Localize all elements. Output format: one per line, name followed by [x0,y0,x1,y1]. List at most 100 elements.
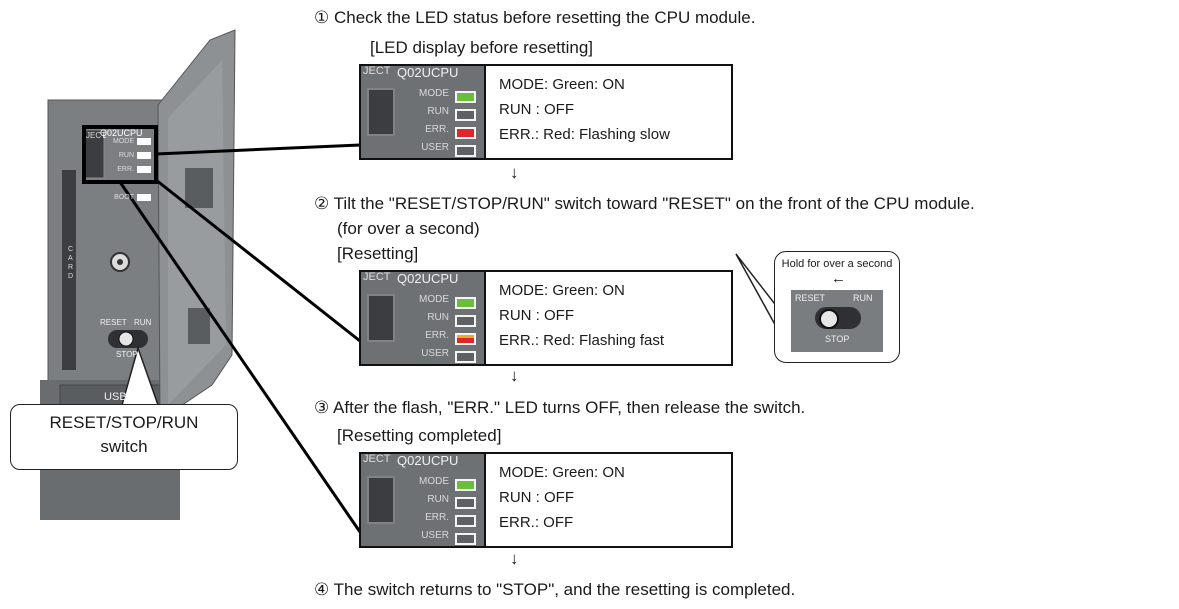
module-label-mode: MODE [113,138,134,145]
panel-1-mode-led [455,91,476,103]
panel-2-model-label: Q02UCPU [397,272,459,286]
panel-1-user-led [455,145,476,157]
module-label-run: RUN [118,152,134,159]
step-3-text: After the flash, "ERR." LED turns OFF, t… [333,398,806,417]
card-knob-center [117,259,123,265]
led-panel-2-image: JECT Q02UCPU MODE RUN ERR. USER [361,272,486,364]
leader-line-1 [155,143,361,156]
step-4: ④ The switch returns to "STOP", and the … [314,580,795,600]
panel-3-eject-block [367,476,395,524]
switch-callout: RESET/STOP/RUN switch [10,404,238,470]
led-panel-before-reset: JECT Q02UCPU MODE RUN ERR. USER MODE: Gr… [359,64,733,160]
arrow-2: ↓ [510,366,519,385]
panel-1-status: MODE: Green: ON RUN : OFF ERR.: Red: Fla… [499,72,670,147]
led-panel-reset-completed: JECT Q02UCPU MODE RUN ERR. USER MODE: Gr… [359,452,733,548]
hold-callout-switch-plate: RESET RUN STOP [791,290,883,352]
hold-callout-run-label: RUN [853,293,873,303]
panel-3-run-led [455,497,476,509]
panel-3-mode-led [455,479,476,491]
module-label-usb: USB [104,391,127,403]
panel-2-err-led [455,333,476,345]
step-2: ② Tilt the "RESET/STOP/RUN" switch towar… [314,194,975,214]
panel-2-run-led [455,315,476,327]
panel-1-err-label: ERR. [425,124,449,135]
panel-1-run-status: RUN : OFF [499,101,574,118]
step-4-text: The switch returns to "STOP", and the re… [333,580,796,599]
module-label-stop: STOP [116,350,138,359]
panel-2-err-status: ERR.: Red: Flashing fast [499,332,665,349]
hold-callout-reset-label: RESET [795,293,826,303]
panel-1-mode-status: MODE: Green: ON [499,76,625,93]
led-panel-resetting: JECT Q02UCPU MODE RUN ERR. USER MODE: Gr… [359,270,733,366]
cover-hinge [188,308,210,344]
panel-2-user-label: USER [421,348,449,359]
panel-1-model-label: Q02UCPU [397,66,459,80]
step-4-number: ④ [314,580,330,599]
panel-2-status: MODE: Green: ON RUN : OFF ERR.: Red: Fla… [499,278,664,353]
module-led-mode [137,138,151,145]
module-label-eject: JECT [86,131,106,140]
module-led-boot [137,194,151,201]
module-label-err: ERR. [117,166,134,173]
panel-2-eject-block [367,294,395,342]
switch-callout-line1: RESET/STOP/RUN [49,413,199,432]
panel-3-run-status: RUN : OFF [499,489,574,506]
cpu-module-illustration [40,29,362,533]
panel-3-user-label: USER [421,530,449,541]
step-1-text: Check the LED status before resetting th… [333,8,756,27]
panel-2-title: [Resetting] [337,244,419,263]
hold-callout-stop-label: STOP [825,334,850,344]
cover-latch [185,168,213,208]
module-led-run [137,152,151,159]
module-label-reset: RESET [100,318,127,327]
panel-1-err-status: ERR.: Red: Flashing slow [499,126,670,143]
panel-2-mode-status: MODE: Green: ON [499,282,625,299]
panel-2-err-label: ERR. [425,330,449,341]
front-cover-inner [168,60,226,405]
panel-2-mode-led [455,297,476,309]
panel-1-eject-block [367,88,395,136]
step-3: ③ After the flash, "ERR." LED turns OFF,… [314,398,805,418]
module-switch-knob [118,331,134,347]
module-label-model: Q02UCPU [100,128,143,138]
panel-1-title: [LED display before resetting] [370,38,594,57]
step-2-text: Tilt the "RESET/STOP/RUN" switch toward … [333,194,975,213]
hold-callout-text: Hold for over a second [781,258,893,270]
panel-2-run-label: RUN [427,312,449,323]
panel-1-mode-label: MODE [419,88,449,99]
panel-1-run-led [455,109,476,121]
module-label-run-small: RUN [134,318,152,327]
step-3-number: ③ [314,398,330,417]
step-1-number: ① [314,8,330,27]
hold-callout-left-arrow: ← [831,270,846,287]
panel-3-model-label: Q02UCPU [397,454,459,468]
step-2-note: (for over a second) [337,219,480,238]
panel-3-mode-label: MODE [419,476,449,487]
arrow-1: ↓ [510,163,519,182]
leader-line-3 [118,181,362,533]
leader-line-2 [155,178,361,343]
card-slot [62,170,76,370]
panel-2-eject-label: JECT [363,272,391,283]
switch-callout-line2: switch [100,437,148,456]
hold-callout: Hold for over a second ← RESET RUN STOP [774,251,900,363]
step-2-number: ② [314,194,330,213]
module-label-boot: BOOT [114,194,134,201]
module-label-card: C A R D [68,246,74,280]
panel-1-eject-label: JECT [363,66,391,77]
panel-3-err-status: ERR.: OFF [499,514,574,531]
panel-2-user-led [455,351,476,363]
panel-3-status: MODE: Green: ON RUN : OFF ERR.: OFF [499,460,625,535]
arrow-3: ↓ [510,549,519,568]
panel-1-err-led [455,127,476,139]
panel-2-mode-label: MODE [419,294,449,305]
panel-1-run-label: RUN [427,106,449,117]
led-panel-1-image: JECT Q02UCPU MODE RUN ERR. USER [361,66,486,158]
step-1: ① Check the LED status before resetting … [314,8,755,28]
panel-3-mode-status: MODE: Green: ON [499,464,625,481]
panel-3-err-led [455,515,476,527]
hold-callout-switch-knob [819,309,839,329]
panel-3-user-led [455,533,476,545]
panel-3-run-label: RUN [427,494,449,505]
panel-3-title: [Resetting completed] [337,426,502,445]
